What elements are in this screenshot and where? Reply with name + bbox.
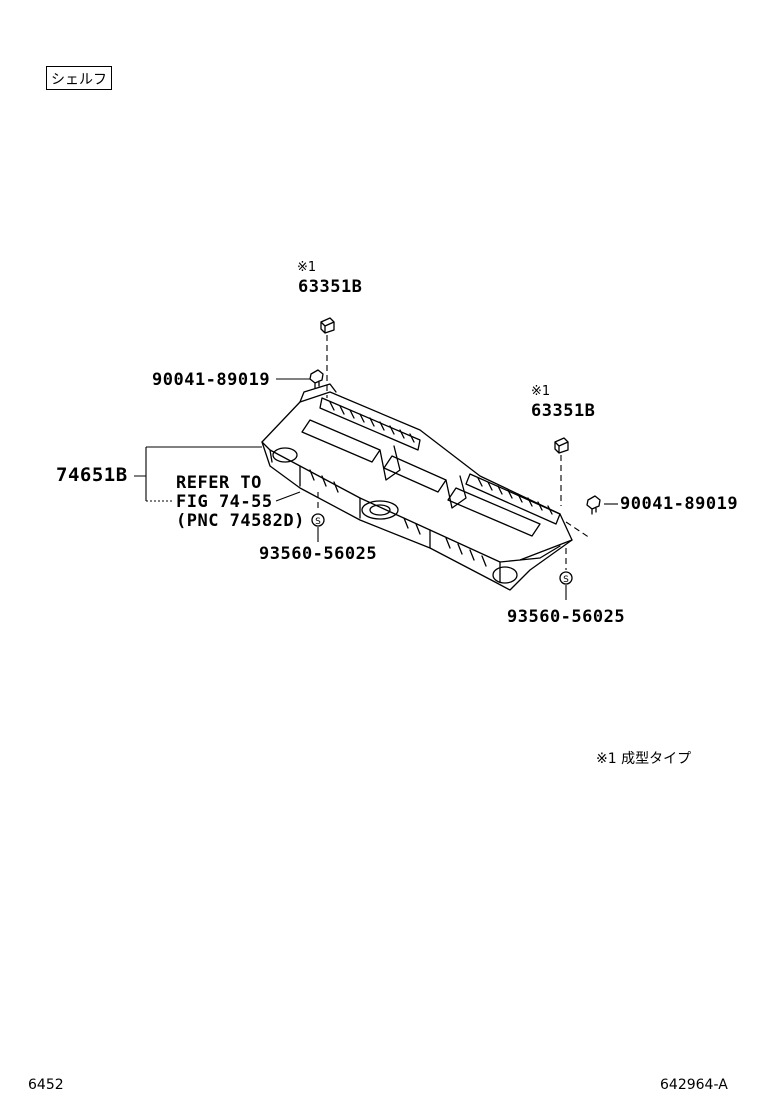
screw-left-part-number[interactable]: 90041-89019 xyxy=(152,370,271,390)
refer-line-3: (PNC 74582D) xyxy=(176,511,305,531)
panel-speaker-left xyxy=(272,447,298,463)
seal-right-part-number[interactable]: 93560-56025 xyxy=(507,607,626,627)
clip-left-shape xyxy=(320,317,335,334)
refer-line-1: REFER TO xyxy=(176,473,262,493)
drawing-id: 642964-A xyxy=(660,1077,728,1093)
clip-right-part-number[interactable]: 63351B xyxy=(531,401,596,421)
screw-right-part-number[interactable]: 90041-89019 xyxy=(620,494,739,514)
footnote: ※1 成型タイプ xyxy=(596,751,692,767)
clip-left-part-number[interactable]: 63351B xyxy=(298,277,363,297)
svg-text:S: S xyxy=(315,517,321,527)
panel-outline xyxy=(261,391,573,591)
section-tag: シェルフ xyxy=(46,66,112,90)
seal-right-shape xyxy=(559,571,573,585)
page-code: 6452 xyxy=(28,1077,64,1093)
seal-left-shape xyxy=(311,513,325,527)
clip-right-shape xyxy=(554,437,569,454)
screw-left-shape xyxy=(309,369,324,389)
panel-speaker-right xyxy=(492,566,518,584)
refer-line-2[interactable]: FIG 74-55 xyxy=(176,492,273,512)
clip-right-mark: ※1 xyxy=(531,384,551,399)
panel-speaker-center xyxy=(361,500,399,520)
panel-part-number[interactable]: 74651B xyxy=(56,464,128,486)
svg-text:S: S xyxy=(563,575,569,585)
seal-left-part-number[interactable]: 93560-56025 xyxy=(259,544,378,564)
clip-left-mark: ※1 xyxy=(297,260,317,275)
panel-vent-left xyxy=(319,397,421,451)
panel-front-lip xyxy=(261,441,573,563)
screw-right-shape xyxy=(586,495,601,515)
